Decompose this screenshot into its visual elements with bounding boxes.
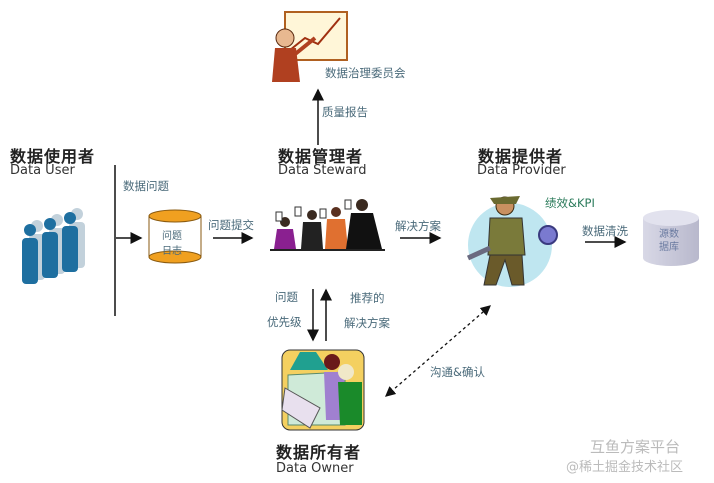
issue-submit-label: 问题提交: [208, 218, 254, 232]
user-title: 数据使用者: [10, 147, 96, 166]
user-subtitle: Data User: [10, 163, 75, 178]
data-provider-worker-icon: [466, 196, 558, 287]
quality-report-label: 质量报告: [322, 105, 368, 119]
recommended-solution-label: 解决方案: [344, 316, 390, 330]
recommended-label: 推荐的: [350, 291, 385, 305]
data-users-icon: [22, 208, 85, 284]
issue-log-line2: 日志: [162, 246, 182, 257]
provider-subtitle: Data Provider: [477, 163, 566, 178]
solution-label: 解决方案: [395, 219, 441, 233]
data-cleansing-label: 数据清洗: [582, 224, 628, 238]
source-db-line2: 据库: [659, 242, 679, 253]
watermark-line1: 互鱼方案平台: [590, 438, 681, 456]
watermark-line2: @稀土掘金技术社区: [566, 460, 684, 475]
issue-label: 问题: [275, 290, 298, 304]
source-database-icon: [643, 210, 699, 266]
data-owner-icon: [281, 349, 365, 431]
steward-subtitle: Data Steward: [278, 163, 367, 178]
owner-subtitle: Data Owner: [276, 461, 354, 476]
owner-title: 数据所有者: [276, 443, 362, 462]
committee-icon: [272, 11, 348, 82]
issue-log-cylinder: [148, 209, 202, 264]
communicate-label: 沟通&确认: [430, 365, 485, 379]
communicate-confirm-arrow: [385, 305, 491, 397]
data-issue-label: 数据问题: [123, 179, 169, 193]
steward-title: 数据管理者: [278, 147, 364, 166]
priority-label: 优先级: [267, 315, 302, 329]
issue-log-line1: 问题: [162, 231, 182, 242]
kpi-label: 绩效&KPI: [545, 196, 595, 210]
data-stewards-icon: [270, 199, 385, 251]
committee-label: 数据治理委员会: [325, 66, 406, 80]
provider-title: 数据提供者: [478, 147, 564, 166]
source-db-line1: 源数: [659, 229, 679, 240]
